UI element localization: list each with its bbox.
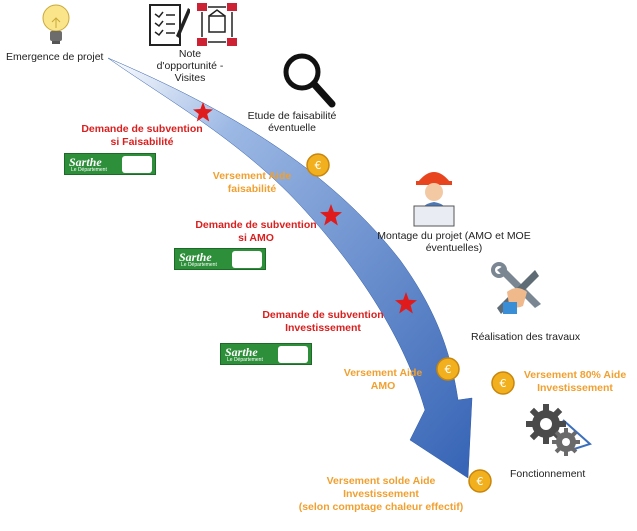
lightbulb-icon	[42, 4, 70, 44]
coin-icon: €	[436, 357, 460, 381]
step-montage: Montage du projet (AMO et MOE éventuelle…	[377, 230, 531, 254]
payment-faisabilite: Versement Aide faisabilité	[212, 170, 292, 195]
houses-icon	[197, 3, 237, 46]
coin-icon: €	[468, 469, 492, 493]
step-fonctionnement: Fonctionnement	[510, 468, 586, 480]
request-faisabilite: Demande de subvention si Faisabilité	[81, 123, 203, 148]
request-investissement: Demande de subvention Investissement	[262, 309, 384, 334]
star-icon	[320, 204, 342, 226]
coin-icon: €	[306, 153, 330, 177]
svg-text:€: €	[445, 363, 452, 376]
star-icon	[193, 102, 213, 122]
checklist-icon	[149, 4, 190, 46]
star-icon	[395, 292, 417, 314]
sarthe-logo: Sarthe Le Département	[64, 153, 156, 175]
sarthe-logo: Sarthe Le Département	[220, 343, 312, 365]
step-etude: Etude de faisabilité éventuelle	[247, 110, 337, 134]
gears-icon	[526, 404, 580, 456]
magnifier-icon	[283, 53, 336, 108]
svg-text:€: €	[500, 377, 507, 390]
step-emergence: Emergence de projet	[6, 51, 104, 63]
payment-solde: Versement solde Aide Investissement (sel…	[298, 475, 464, 513]
payment-invest80: Versement 80% Aide Investissement	[523, 369, 627, 394]
svg-text:€: €	[477, 475, 484, 488]
payment-amo: Versement Aide AMO	[343, 367, 423, 392]
step-note: Note d'opportunité - Visites	[156, 48, 224, 84]
sarthe-logo: Sarthe Le Département	[174, 248, 266, 270]
svg-text:€: €	[315, 159, 322, 172]
request-amo: Demande de subvention si AMO	[195, 219, 317, 244]
coin-icon: €	[491, 371, 515, 395]
step-realisation: Réalisation des travaux	[471, 331, 581, 343]
tools-icon	[491, 262, 541, 314]
engineer-icon	[413, 172, 455, 227]
